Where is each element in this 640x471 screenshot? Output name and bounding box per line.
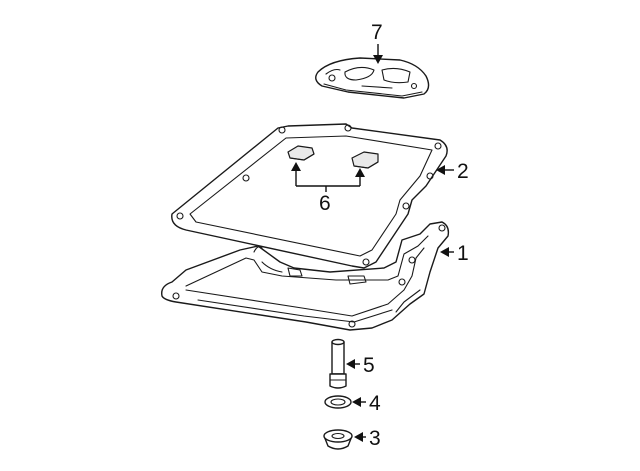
leader-2 (436, 165, 454, 175)
magnet-part-6-left (287, 145, 315, 161)
leader-1 (440, 247, 454, 257)
filter-part-7 (315, 57, 430, 99)
callout-1: 1 (457, 242, 469, 265)
leader-7 (373, 44, 383, 64)
callout-6: 6 (319, 192, 331, 215)
callout-2: 2 (457, 160, 469, 183)
bolt-part-5 (329, 338, 347, 389)
leader-3 (354, 432, 366, 442)
leader-6 (291, 162, 365, 192)
leader-5 (346, 359, 360, 369)
leader-4 (352, 397, 366, 407)
magnet-part-6-right (351, 151, 379, 169)
callout-4: 4 (369, 392, 381, 415)
drain-plug-part-3 (323, 429, 353, 450)
callout-5: 5 (363, 354, 375, 377)
oil-pan-part-1 (161, 221, 450, 331)
callout-7: 7 (371, 21, 383, 44)
callout-3: 3 (369, 427, 381, 450)
washer-part-4 (324, 395, 352, 409)
